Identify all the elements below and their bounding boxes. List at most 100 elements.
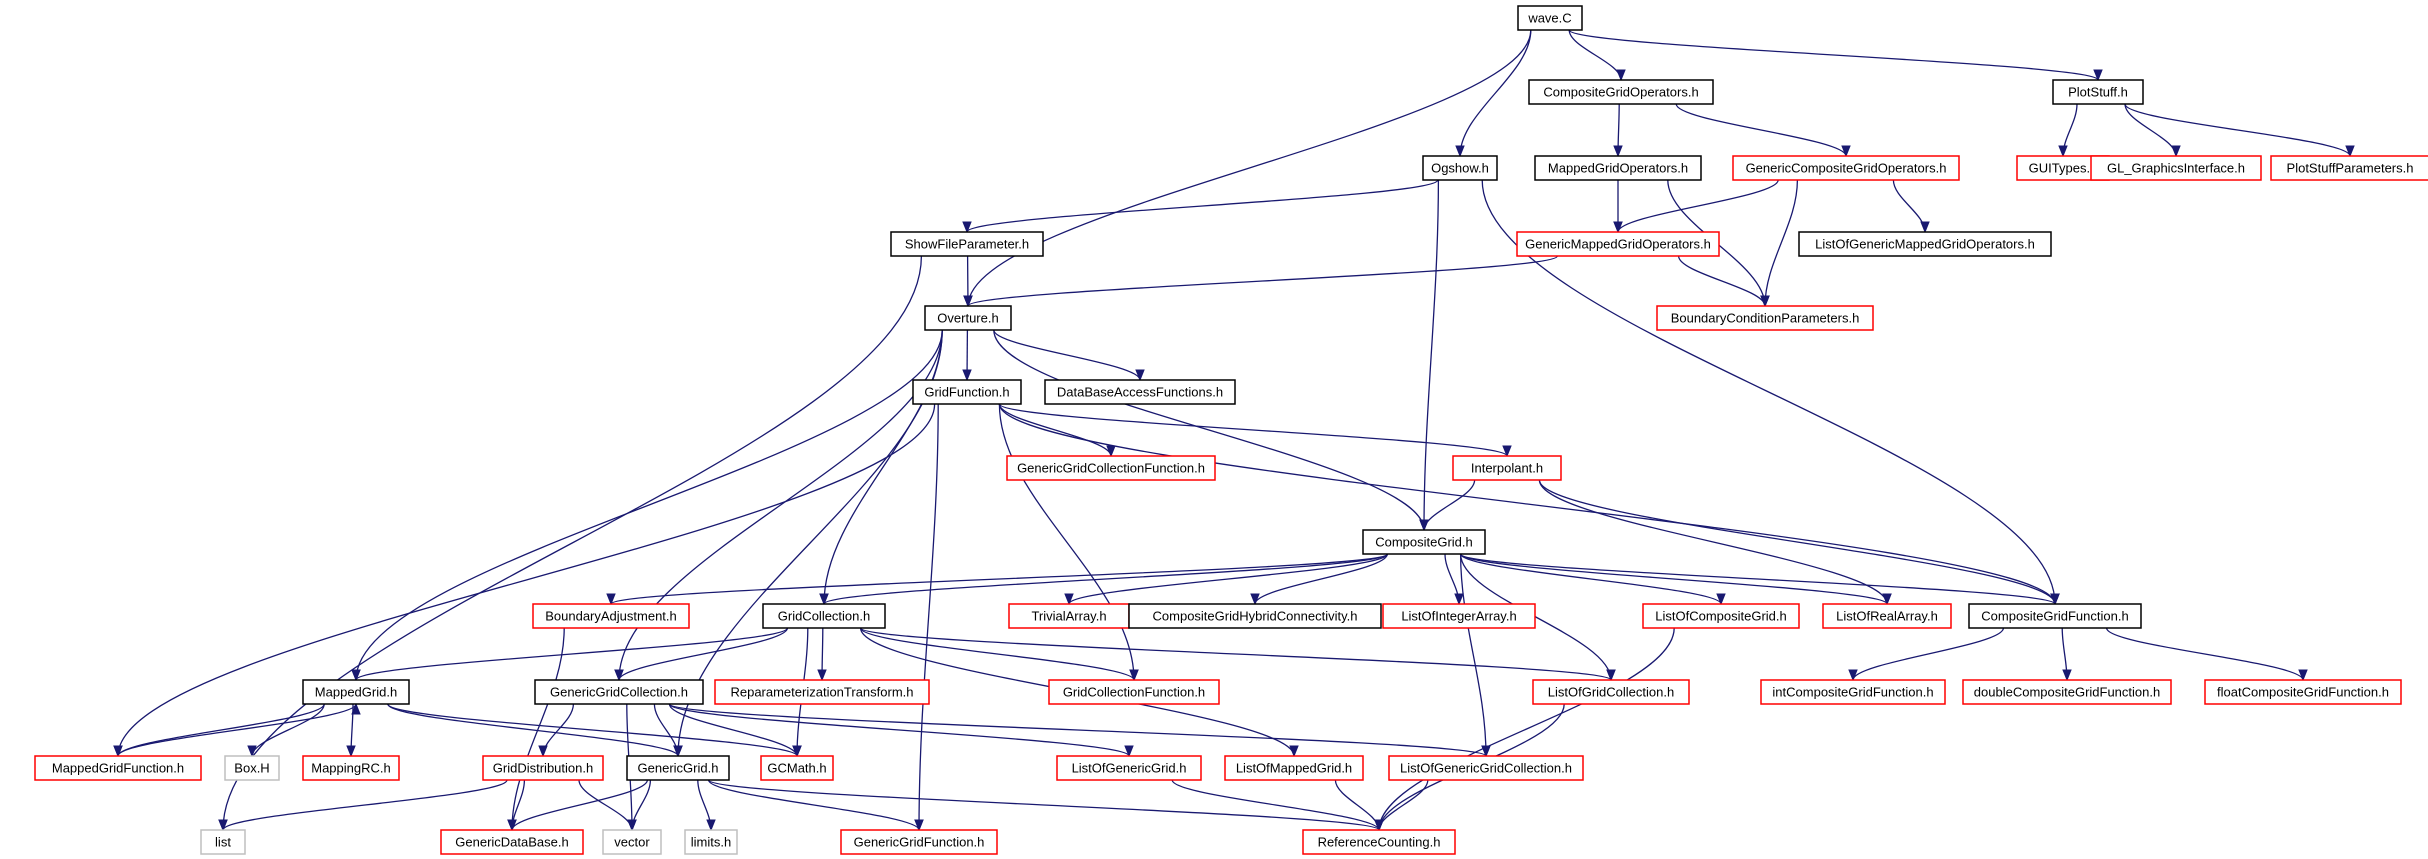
node-label-glgi: GL_GraphicsInterface.h bbox=[2107, 161, 2245, 176]
node-gcgf[interactable]: GenericGridCollectionFunction.h bbox=[1006, 455, 1216, 481]
node-gcgo[interactable]: GenericCompositeGridOperators.h bbox=[1732, 155, 1960, 181]
node-gg[interactable]: GenericGrid.h bbox=[626, 755, 730, 781]
node-glgi[interactable]: GL_GraphicsInterface.h bbox=[2090, 155, 2262, 181]
node-logg[interactable]: ListOfGenericGrid.h bbox=[1056, 755, 1202, 781]
arrowhead-gc-to-mg bbox=[351, 669, 361, 682]
node-gd[interactable]: GridDistribution.h bbox=[482, 755, 604, 781]
edge-wave-to-overture bbox=[967, 29, 1532, 307]
arrowhead-mgf-to-mg bbox=[351, 702, 361, 715]
node-gmgo[interactable]: GenericMappedGridOperators.h bbox=[1516, 231, 1720, 257]
node-label-gdb: GenericDataBase.h bbox=[455, 835, 568, 850]
node-ggf[interactable]: GenericGridFunction.h bbox=[840, 829, 998, 855]
arrowhead-cg-to-gc bbox=[819, 593, 829, 606]
arrowhead-overture-to-gridfunc bbox=[962, 369, 972, 382]
edge-cg-to-gc bbox=[823, 553, 1389, 605]
edge-locg-to-rc bbox=[1378, 627, 1675, 831]
node-logc[interactable]: ListOfGridCollection.h bbox=[1532, 679, 1690, 705]
node-gcmath[interactable]: GCMath.h bbox=[760, 755, 834, 781]
node-box-icgf bbox=[1760, 679, 1946, 705]
node-bcp[interactable]: BoundaryConditionParameters.h bbox=[1656, 305, 1874, 331]
node-limits[interactable]: limits.h bbox=[684, 829, 738, 855]
node-fcgf[interactable]: floatCompositeGridFunction.h bbox=[2204, 679, 2402, 705]
arrowhead-gc-to-ggc bbox=[614, 669, 624, 682]
arrowhead-cg-to-loia bbox=[1454, 593, 1464, 606]
node-dbaf[interactable]: DataBaseAccessFunctions.h bbox=[1044, 379, 1236, 405]
node-mgo[interactable]: MappedGridOperators.h bbox=[1534, 155, 1702, 181]
arrowhead-cg-to-badj bbox=[606, 593, 616, 606]
node-boxh[interactable]: Box.H bbox=[224, 755, 280, 781]
node-lora[interactable]: ListOfRealArray.h bbox=[1822, 603, 1952, 629]
node-badj[interactable]: BoundaryAdjustment.h bbox=[532, 603, 690, 629]
node-box-gridfunc bbox=[912, 379, 1022, 405]
node-box-overture bbox=[924, 305, 1012, 331]
node-box-gg bbox=[626, 755, 730, 781]
node-cghc[interactable]: CompositeGridHybridConnectivity.h bbox=[1128, 603, 1382, 629]
node-vector[interactable]: vector bbox=[602, 829, 662, 855]
node-dcgf[interactable]: doubleCompositeGridFunction.h bbox=[1962, 679, 2172, 705]
edge-ogshow-to-cg bbox=[1423, 179, 1440, 531]
node-label-cgo: CompositeGridOperators.h bbox=[1543, 85, 1698, 100]
node-label-wave: wave.C bbox=[1527, 11, 1571, 26]
node-box-ogshow bbox=[1422, 155, 1498, 181]
node-box-gdb bbox=[440, 829, 584, 855]
node-loggc[interactable]: ListOfGenericGridCollection.h bbox=[1388, 755, 1584, 781]
node-cgo[interactable]: CompositeGridOperators.h bbox=[1528, 79, 1714, 105]
arrowhead-cg-to-lora bbox=[1882, 593, 1892, 606]
node-label-gcf: GridCollectionFunction.h bbox=[1063, 685, 1205, 700]
node-label-lomg: ListOfMappedGrid.h bbox=[1236, 761, 1352, 776]
node-box-logmgo bbox=[1798, 231, 2052, 257]
node-icgf[interactable]: intCompositeGridFunction.h bbox=[1760, 679, 1946, 705]
node-trivial[interactable]: TrivialArray.h bbox=[1008, 603, 1130, 629]
node-label-cg: CompositeGrid.h bbox=[1375, 535, 1473, 550]
node-sfp[interactable]: ShowFileParameter.h bbox=[890, 231, 1044, 257]
node-rt[interactable]: ReparameterizationTransform.h bbox=[714, 679, 930, 705]
node-list[interactable]: list bbox=[200, 829, 246, 855]
node-box-gmgo bbox=[1516, 231, 1720, 257]
edge-gc-to-mg bbox=[355, 627, 789, 681]
node-rc[interactable]: ReferenceCounting.h bbox=[1302, 829, 1456, 855]
node-logmgo[interactable]: ListOfGenericMappedGridOperators.h bbox=[1798, 231, 2052, 257]
node-wave[interactable]: wave.C bbox=[1517, 5, 1583, 31]
node-box-gcf bbox=[1048, 679, 1220, 705]
node-mg[interactable]: MappedGrid.h bbox=[302, 679, 410, 705]
edge-gcgo-to-bcp bbox=[1764, 179, 1799, 307]
node-gdb[interactable]: GenericDataBase.h bbox=[440, 829, 584, 855]
node-box-gcgf bbox=[1006, 455, 1216, 481]
edge-gridfunc-to-cgf bbox=[998, 403, 2056, 605]
arrowhead-mg-to-mgf bbox=[113, 745, 123, 758]
edge-gg-to-ggf bbox=[707, 779, 920, 831]
arrowhead-ggc-to-logg bbox=[1124, 745, 1134, 758]
node-lomg[interactable]: ListOfMappedGrid.h bbox=[1224, 755, 1364, 781]
node-interp[interactable]: Interpolant.h bbox=[1452, 455, 1562, 481]
node-mrc[interactable]: MappingRC.h bbox=[302, 755, 400, 781]
edge-cgf-to-fcgf bbox=[2105, 627, 2304, 681]
node-ggc[interactable]: GenericGridCollection.h bbox=[534, 679, 704, 705]
node-label-bcp: BoundaryConditionParameters.h bbox=[1671, 311, 1860, 326]
node-overture[interactable]: Overture.h bbox=[924, 305, 1012, 331]
node-box-lomg bbox=[1224, 755, 1364, 781]
edge-cg-to-locg bbox=[1459, 553, 1722, 605]
arrowhead-ogshow-to-sfp bbox=[962, 221, 972, 234]
node-box-loggc bbox=[1388, 755, 1584, 781]
arrowhead-mg-to-gg bbox=[673, 745, 683, 758]
arrowhead-gcgo-to-gmgo bbox=[1613, 221, 1623, 234]
node-mgf[interactable]: MappedGridFunction.h bbox=[34, 755, 202, 781]
node-gcf[interactable]: GridCollectionFunction.h bbox=[1048, 679, 1220, 705]
node-cg[interactable]: CompositeGrid.h bbox=[1362, 529, 1486, 555]
node-cgf[interactable]: CompositeGridFunction.h bbox=[1968, 603, 2142, 629]
node-locg[interactable]: ListOfCompositeGrid.h bbox=[1642, 603, 1800, 629]
arrowhead-gmgo-to-overture bbox=[963, 295, 973, 308]
node-gc[interactable]: GridCollection.h bbox=[762, 603, 886, 629]
node-plotstuff[interactable]: PlotStuff.h bbox=[2052, 79, 2144, 105]
node-box-bcp bbox=[1656, 305, 1874, 331]
node-label-list: list bbox=[215, 835, 231, 850]
arrowhead-cg-to-cghc bbox=[1250, 593, 1260, 606]
node-loia[interactable]: ListOfIntegerArray.h bbox=[1382, 603, 1536, 629]
node-psp[interactable]: PlotStuffParameters.h bbox=[2270, 155, 2428, 181]
node-box-logg bbox=[1056, 755, 1202, 781]
arrowhead-gridfunc-to-gcgf bbox=[1106, 445, 1116, 458]
node-ogshow[interactable]: Ogshow.h bbox=[1422, 155, 1498, 181]
node-gridfunc[interactable]: GridFunction.h bbox=[912, 379, 1022, 405]
edge-cgf-to-icgf bbox=[1852, 627, 2005, 681]
arrowhead-ggc-to-gd bbox=[538, 745, 548, 758]
